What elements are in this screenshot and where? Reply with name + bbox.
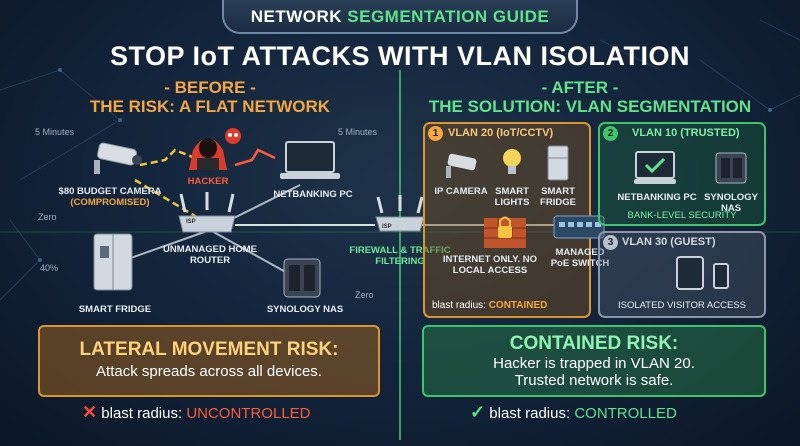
vlan30-badge: 3 [603, 235, 618, 250]
vlan10-title: VLAN 10 (TRUSTED) [632, 127, 740, 139]
skull-icon [225, 128, 241, 144]
before-subheading: THE RISK: A FLAT NETWORK [89, 97, 331, 116]
vlan30-title: VLAN 30 (GUEST) [622, 236, 716, 248]
vlan20-blast-label: blast radius: [432, 300, 486, 311]
contained-risk-box: CONTAINED RISK: Hacker is trapped in VLA… [422, 325, 766, 397]
nas-icon [283, 258, 321, 298]
header-title: NETWORK SEGMENTATION GUIDE [222, 7, 578, 27]
blast-radius-before: ✕ blast radius: UNCONTROLLED [82, 402, 311, 423]
vlan20-note: INTERNET ONLY. NO LOCAL ACCESS [442, 254, 538, 276]
contained-title: CONTAINED RISK: [509, 333, 679, 354]
blast-after-value: CONTROLLED [574, 405, 677, 422]
blast-radius-after: ✓ blast radius: CONTROLLED [470, 402, 677, 423]
main-title: STOP IoT ATTACKS WITH VLAN ISOLATION [110, 41, 690, 71]
vlan30-note: ISOLATED VISITOR ACCESS [618, 300, 746, 311]
camera-status: (COMPROMISED) [70, 197, 150, 208]
hacker-icon [189, 138, 227, 170]
router-tag: ISP [186, 219, 196, 225]
lateral-risk-desc: Attack spreads across all devices. [96, 363, 322, 380]
time-right-label: 5 Minutes [338, 127, 378, 137]
smart-fridge-icon [547, 145, 569, 181]
firewall-label: FIREWALL & TRAFFIC FILTERING [349, 245, 451, 267]
header-tab [222, 0, 578, 34]
vlan10-device1: NETBANKING PC [617, 192, 697, 203]
lateral-movement-box: LATERAL MOVEMENT RISK: Attack spreads ac… [38, 325, 380, 397]
vlan10-nas-icon [715, 152, 747, 184]
check-icon: ✓ [470, 402, 486, 422]
vlan10-device2: SYNOLOGY NAS [704, 192, 758, 214]
vlan20-blast: blast radius: CONTAINED [432, 300, 547, 311]
tablet-icon [676, 256, 704, 290]
header-title-part1: NETWORK [250, 7, 343, 26]
vlan20-badge: 1 [428, 126, 443, 141]
after-subheading: THE SOLUTION: VLAN SEGMENTATION [428, 97, 752, 116]
vlan20-title: VLAN 20 (IoT/CCTV) [448, 127, 554, 139]
cross-icon: ✕ [82, 402, 98, 422]
fridge-label: SMART FRIDGE [78, 304, 152, 315]
header-title-part2: SEGMENTATION GUIDE [347, 7, 550, 26]
hacker-label: HACKER [187, 176, 229, 187]
after-heading: - AFTER - [541, 78, 619, 97]
laptop-icon [280, 141, 340, 179]
before-heading: - BEFORE - [164, 78, 256, 97]
phone-icon [713, 263, 729, 289]
zero-left-label: Zero [38, 212, 57, 222]
blast-before-label: blast radius: [101, 405, 183, 422]
blast-after-label: blast radius: [489, 405, 571, 422]
lateral-risk-title: LATERAL MOVEMENT RISK: [79, 339, 339, 360]
contained-line2: Trusted network is safe. [514, 372, 674, 389]
router-label: UNMANAGED HOME ROUTER [163, 244, 257, 266]
bulb-icon [503, 149, 521, 174]
vlan20-blast-value: CONTAINED [488, 300, 548, 311]
blast-before-value: UNCONTROLLED [186, 405, 311, 422]
contained-line1: Hacker is trapped in VLAN 20. [493, 355, 695, 372]
camera-label: $80 BUDGET CAMERA [58, 186, 162, 197]
vlan20-device1: IP CAMERA [434, 186, 488, 197]
nas-label: SYNOLOGY NAS [266, 304, 344, 315]
monitor-icon [634, 151, 676, 184]
vlan10-note: BANK-LEVEL SECURITY [627, 210, 737, 221]
vlan10-badge: 2 [603, 126, 618, 141]
camera-icon [94, 142, 142, 174]
fridge-icon [93, 233, 133, 291]
firewall-tag: ISP [382, 224, 392, 230]
ip-camera-icon [446, 153, 477, 178]
router-icon [178, 192, 236, 233]
switch-label: MANAGED PoE SWITCH [550, 247, 610, 269]
vlan20-device3: SMART FRIDGE [540, 186, 576, 208]
firewall-router-icon [375, 195, 425, 232]
zero-right-label: Zero [355, 290, 374, 300]
time-left-label: 5 Minutes [35, 127, 75, 137]
percent-label: 40% [40, 263, 59, 273]
pc-label: NETBANKING PC [273, 189, 353, 200]
vlan20-device2: SMART LIGHTS [494, 186, 530, 208]
lock-icon [484, 216, 526, 248]
switch-icon [553, 215, 605, 239]
